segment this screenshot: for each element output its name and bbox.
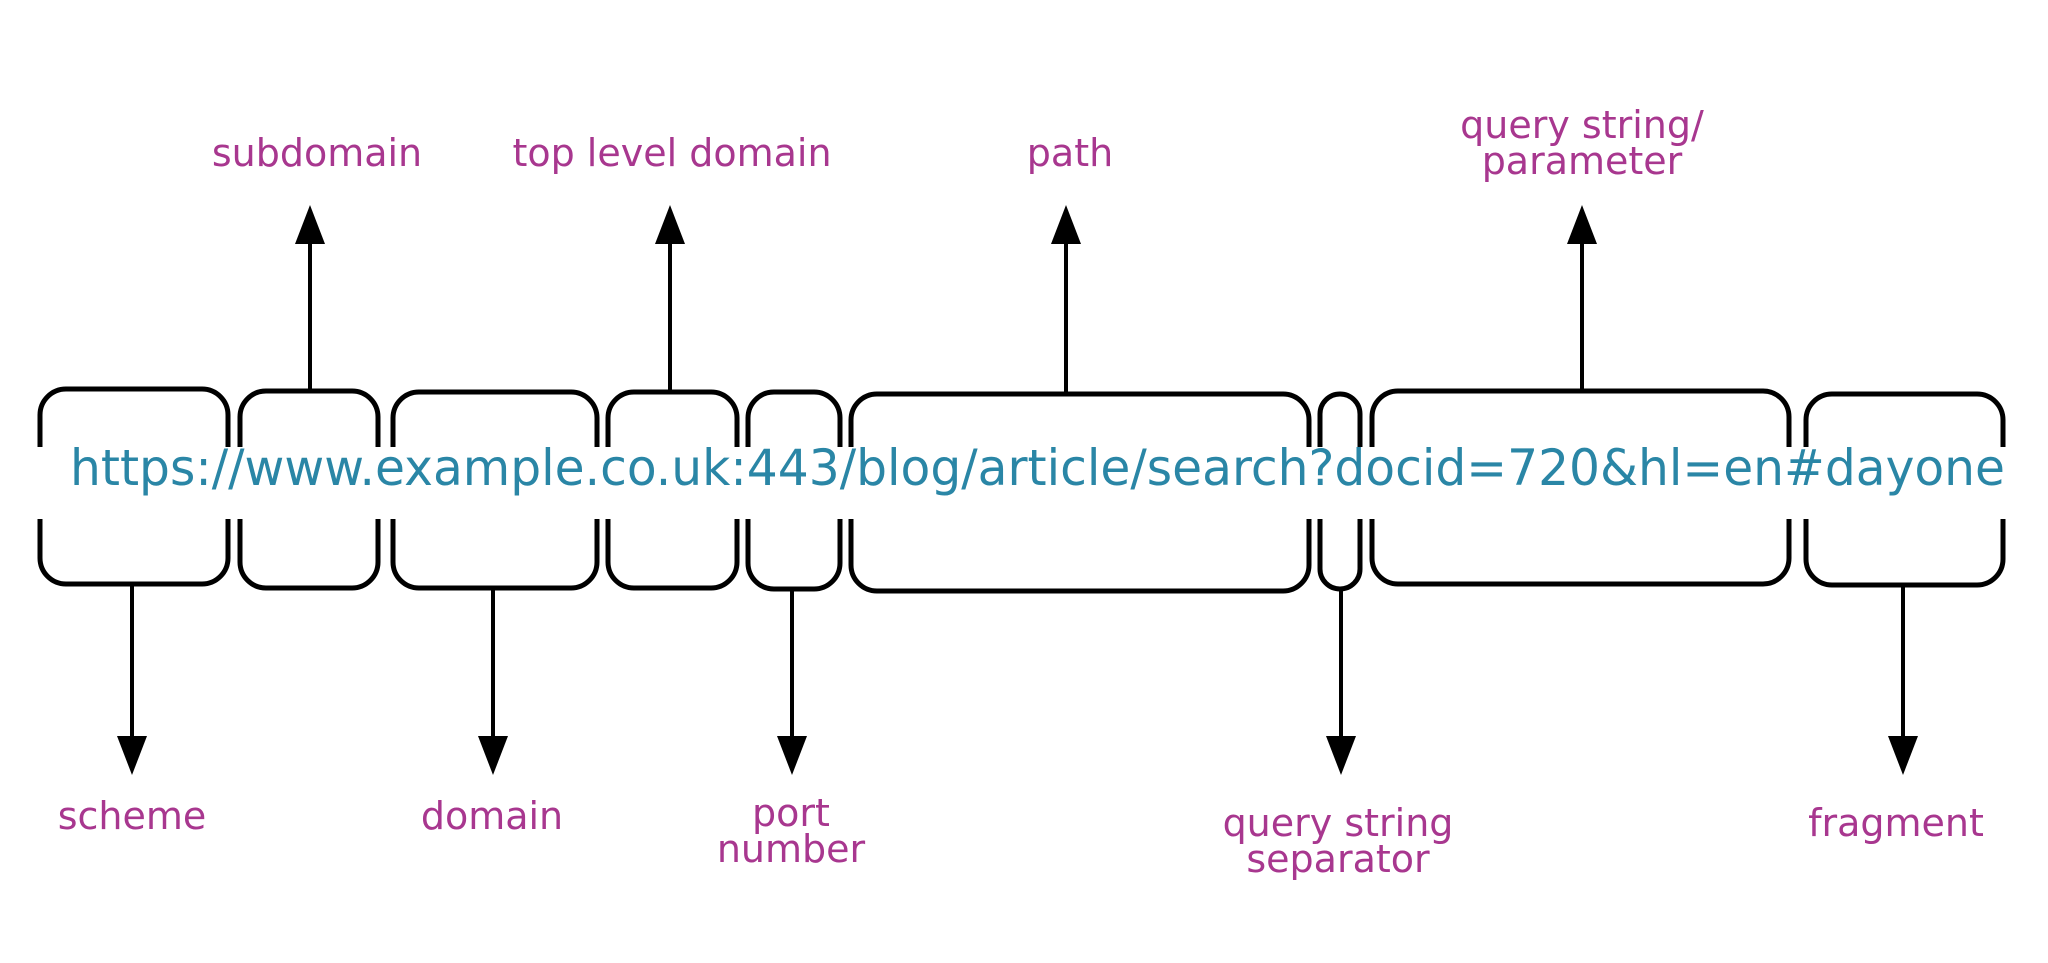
top-level-domain-label: top level domain	[512, 131, 831, 175]
subdomain-arrow-head	[295, 205, 325, 244]
scheme-label-line: scheme	[58, 794, 207, 838]
port-number-label-line: port	[752, 791, 830, 835]
subdomain-label-line: subdomain	[212, 131, 422, 175]
scheme-arrow-head	[117, 736, 147, 775]
segment-labels: scheme subdomain domain top level domain por…	[58, 103, 1984, 881]
domain-label: domain	[421, 794, 563, 838]
segment-arrows	[117, 205, 1918, 775]
path-text-gap	[843, 447, 1317, 519]
port-number-label-line: number	[717, 827, 866, 871]
domain-text-gap	[385, 447, 605, 519]
port-number-arrow-head	[777, 736, 807, 775]
query-string-parameter-arrow-head	[1567, 205, 1597, 244]
fragment-label-line: fragment	[1808, 801, 1984, 845]
subdomain-label: subdomain	[212, 131, 422, 175]
fragment-arrow-head	[1888, 736, 1918, 775]
scheme-text-gap	[32, 447, 236, 519]
path-label: path	[1027, 131, 1113, 175]
port-number-text-gap	[740, 447, 848, 519]
path-arrow-head	[1051, 205, 1081, 244]
query-string-separator-text-gap	[1312, 447, 1368, 519]
query-string-separator-arrow-head	[1326, 736, 1356, 775]
query-string-separator-label-line: separator	[1246, 837, 1430, 881]
top-level-domain-arrow-head	[655, 205, 685, 244]
query-string-separator-label-line: query string	[1223, 801, 1454, 845]
subdomain-text-gap	[232, 447, 386, 519]
text-gaps	[32, 447, 2011, 519]
query-string-parameter-label-line: query string/	[1460, 103, 1704, 147]
domain-arrow-head	[478, 736, 508, 775]
domain-label-line: domain	[421, 794, 563, 838]
top-level-domain-text-gap	[600, 447, 745, 519]
top-level-domain-label-line: top level domain	[512, 131, 831, 175]
path-label-line: path	[1027, 131, 1113, 175]
fragment-text-gap	[1798, 447, 2011, 519]
query-string-parameter-label-line: parameter	[1482, 139, 1683, 183]
fragment-label: fragment	[1808, 801, 1984, 845]
query-string-parameter-label: query string/parameter	[1460, 103, 1704, 183]
scheme-label: scheme	[58, 794, 207, 838]
example-url: https://www.example.co.uk:443/blog/artic…	[70, 439, 2005, 497]
query-string-parameter-text-gap	[1364, 447, 1797, 519]
